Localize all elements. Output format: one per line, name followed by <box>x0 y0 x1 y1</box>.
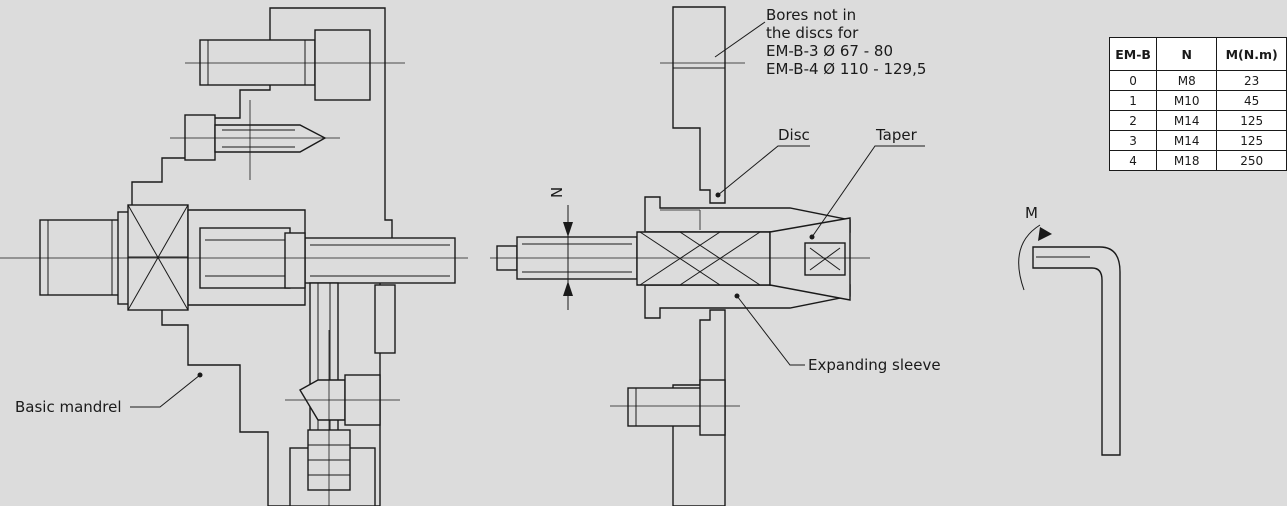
disc-label: Disc <box>778 126 810 144</box>
table-cell: 1 <box>1108 90 1158 111</box>
table-row: 2 M14 125 <box>1108 110 1287 131</box>
basic-mandrel-label: Basic mandrel <box>15 398 122 416</box>
expanding-sleeve-label: Expanding sleeve <box>808 356 941 374</box>
table-cell: 250 <box>1216 150 1287 171</box>
table-cell: 3 <box>1108 130 1158 151</box>
table-row: 0 M8 23 <box>1108 70 1287 91</box>
torque-m-label: M <box>1025 204 1038 222</box>
column-header: EM-B <box>1108 37 1158 71</box>
bores-note-line1: Bores not in <box>766 6 856 24</box>
table-cell: 0 <box>1108 70 1158 91</box>
table-cell: 23 <box>1216 70 1287 91</box>
table-row: 3 M14 125 <box>1108 130 1287 151</box>
bores-note-line4: EM-B-4 Ø 110 - 129,5 <box>766 60 926 78</box>
basic-mandrel-assembly <box>0 7 468 506</box>
bores-note-line2: the discs for <box>766 24 859 42</box>
table-cell: 45 <box>1216 90 1287 111</box>
table-cell: M14 <box>1156 130 1218 151</box>
table-cell: M8 <box>1156 70 1218 91</box>
bores-note-line3: EM-B-3 Ø 67 - 80 <box>766 42 893 60</box>
table-cell: M14 <box>1156 110 1218 131</box>
table-header-row: EM-B N M(N.m) <box>1108 37 1287 71</box>
table-row: 1 M10 45 <box>1108 90 1287 111</box>
table-cell: M18 <box>1156 150 1218 171</box>
table-cell: 2 <box>1108 110 1158 131</box>
hex-key <box>1018 224 1121 456</box>
dimension-n-label: N <box>548 187 566 198</box>
table-cell: M10 <box>1156 90 1218 111</box>
torque-spec-table: EM-B N M(N.m) 0 M8 23 1 M10 45 2 M14 125… <box>1108 37 1287 171</box>
expanding-mandrel-assembly <box>490 6 925 506</box>
taper-label: Taper <box>875 126 918 144</box>
column-header: N <box>1156 37 1218 71</box>
column-header: M(N.m) <box>1216 37 1287 71</box>
table-cell: 4 <box>1108 150 1158 171</box>
table-row: 4 M18 250 <box>1108 150 1287 171</box>
table-cell: 125 <box>1216 130 1287 151</box>
table-cell: 125 <box>1216 110 1287 131</box>
